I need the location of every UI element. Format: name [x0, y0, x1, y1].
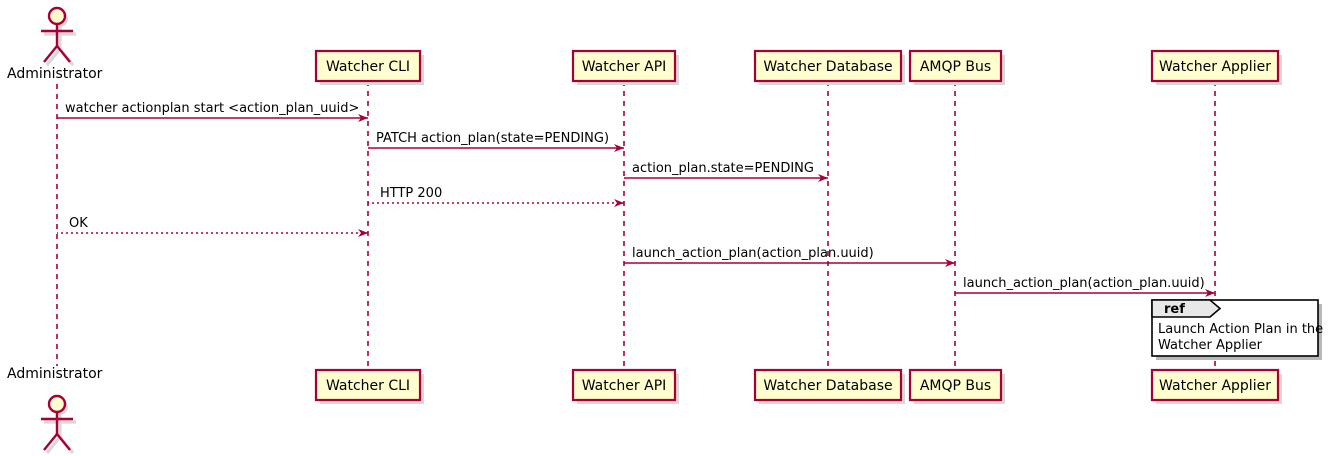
actor-head	[47, 6, 67, 26]
participant-box[interactable]	[314, 49, 422, 83]
message-label: launch_action_plan(action_plan.uuid)	[632, 246, 874, 261]
message-msg-4: HTTP 200	[368, 186, 624, 207]
message-label: launch_action_plan(action_plan.uuid)	[963, 276, 1205, 291]
actor-label-administrator-top: Administrator	[7, 66, 103, 82]
actor-label-administrator-bottom: Administrator	[7, 366, 103, 382]
participant-box[interactable]	[314, 368, 422, 402]
ref-tab	[1151, 299, 1222, 318]
participant-box[interactable]	[571, 49, 677, 83]
participant-watcher-cli-top[interactable]: Watcher CLI	[314, 49, 424, 85]
messages-layer: watcher actionplan start <action_plan_uu…	[57, 101, 1215, 297]
participant-label: Watcher API	[582, 59, 667, 75]
participant-label: Watcher CLI	[326, 378, 410, 394]
participant-watcher-database-bottom[interactable]: Watcher Database	[753, 368, 905, 404]
actor-legs	[43, 433, 71, 451]
message-msg-6: launch_action_plan(action_plan.uuid)	[624, 246, 955, 267]
participant-label: Watcher Applier	[1159, 59, 1271, 75]
participant-watcher-applier-bottom[interactable]: Watcher Applier	[1150, 368, 1282, 404]
participant-label: Watcher API	[582, 378, 667, 394]
participant-label: Watcher CLI	[326, 59, 410, 75]
participant-watcher-cli-bottom[interactable]: Watcher CLI	[314, 368, 424, 404]
participant-watcher-database-top[interactable]: Watcher Database	[753, 49, 905, 85]
ref-tab-label: ref	[1164, 302, 1185, 317]
participant-label: Watcher Database	[763, 59, 892, 75]
message-msg-1: watcher actionplan start <action_plan_uu…	[57, 101, 368, 122]
participant-box[interactable]	[571, 368, 677, 402]
participant-box[interactable]	[1150, 49, 1280, 83]
participant-watcher-applier-top[interactable]: Watcher Applier	[1150, 49, 1282, 85]
message-label: action_plan.state=PENDING	[632, 161, 814, 176]
lifelines-layer	[56, 81, 1216, 370]
actor-head	[47, 394, 67, 414]
actor-administrator-bottom	[41, 394, 76, 455]
participant-box[interactable]	[908, 49, 1003, 83]
message-msg-3: action_plan.state=PENDING	[624, 161, 828, 182]
message-label: HTTP 200	[380, 186, 442, 201]
message-label: OK	[69, 216, 88, 231]
participant-watcher-api-top[interactable]: Watcher API	[571, 49, 679, 85]
participant-boxes-layer: Watcher CLI Watcher CLI Watcher API Watcher…	[314, 49, 1282, 404]
actor-administrator-top	[41, 6, 76, 67]
participant-box[interactable]	[1150, 368, 1280, 402]
message-msg-2: PATCH action_plan(state=PENDING)	[368, 131, 624, 152]
message-msg-5: OK	[57, 216, 368, 237]
participant-label: AMQP Bus	[920, 59, 991, 75]
participant-label: Watcher Applier	[1159, 378, 1271, 394]
participant-amqp-bus-top[interactable]: AMQP Bus	[908, 49, 1005, 85]
actor-legs	[43, 45, 71, 63]
message-label: watcher actionplan start <action_plan_uu…	[65, 101, 359, 116]
ref-body-line: Launch Action Plan in the	[1158, 322, 1323, 337]
participant-box[interactable]	[908, 368, 1003, 402]
ref-body-line: Watcher Applier	[1158, 338, 1263, 353]
participant-box[interactable]	[753, 368, 903, 402]
participant-box[interactable]	[753, 49, 903, 83]
participant-label: AMQP Bus	[920, 378, 991, 394]
message-label: PATCH action_plan(state=PENDING)	[376, 131, 609, 146]
participant-watcher-api-bottom[interactable]: Watcher API	[571, 368, 679, 404]
actor-body-shadow	[44, 415, 76, 455]
participant-amqp-bus-bottom[interactable]: AMQP Bus	[908, 368, 1005, 404]
participant-label: Watcher Database	[763, 378, 892, 394]
actor-body-shadow	[44, 27, 76, 67]
message-msg-7: launch_action_plan(action_plan.uuid)	[955, 276, 1215, 297]
